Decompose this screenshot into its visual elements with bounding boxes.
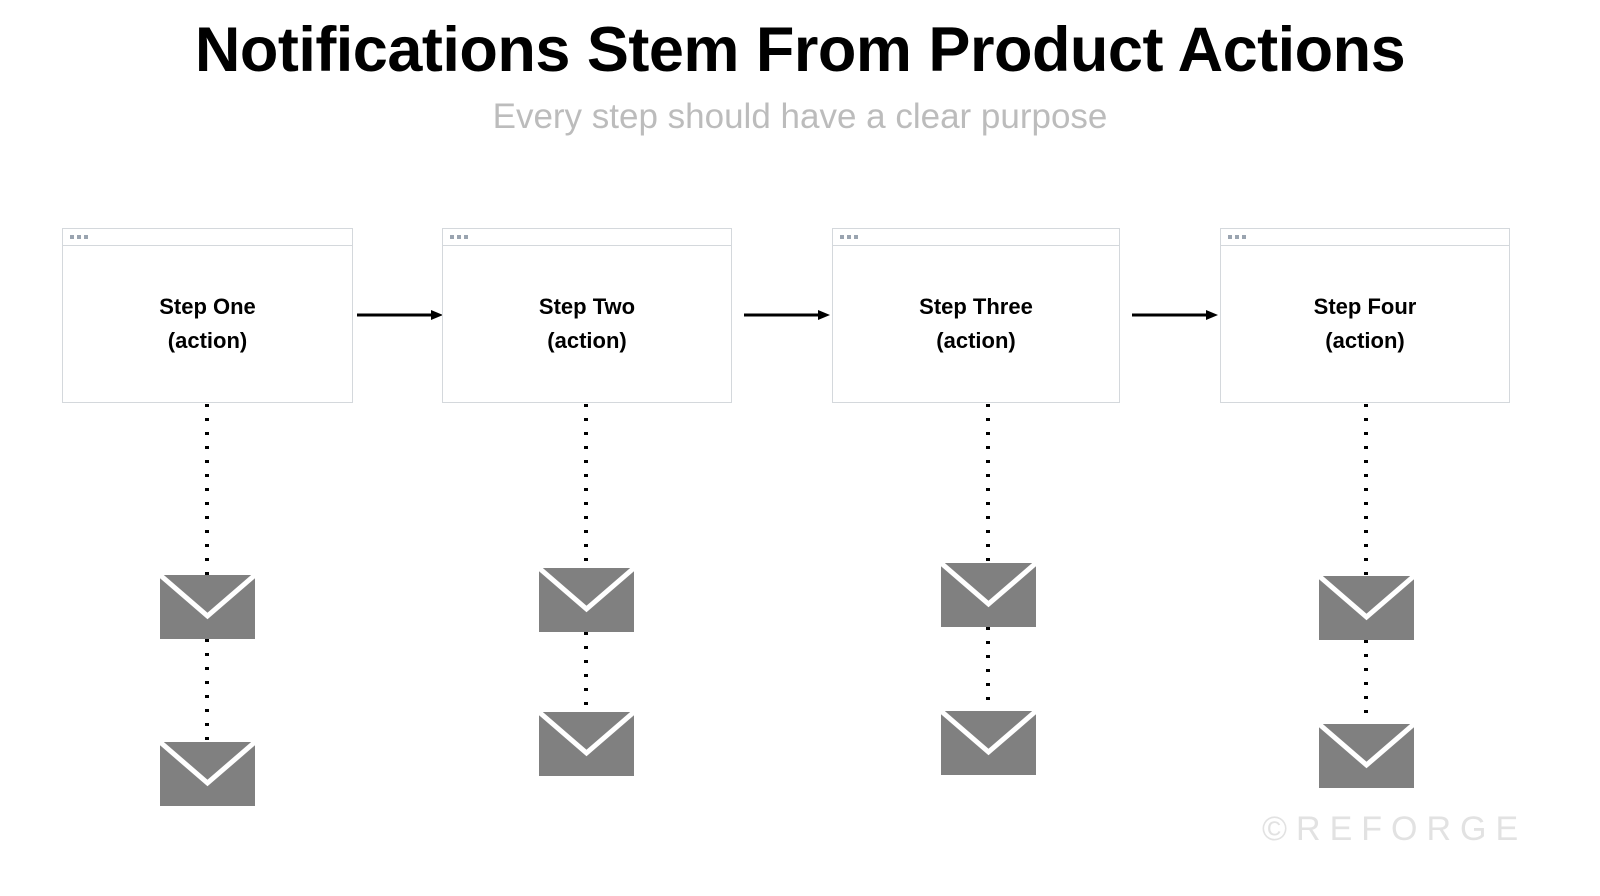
browser-window-step-one[interactable]: Step One (action) <box>62 228 353 403</box>
window-controls <box>70 235 88 239</box>
window-dot-icon <box>464 235 468 239</box>
step-sublabel: (action) <box>1325 328 1405 353</box>
connector-dotted-line <box>1364 640 1368 728</box>
window-dot-icon <box>70 235 74 239</box>
notification-envelope-icon <box>160 742 255 806</box>
window-dot-icon <box>457 235 461 239</box>
window-dot-icon <box>450 235 454 239</box>
page-header: Notifications Stem From Product Actions … <box>0 0 1600 138</box>
window-dot-icon <box>1242 235 1246 239</box>
window-dot-icon <box>1228 235 1232 239</box>
notification-envelope-icon <box>1319 576 1414 640</box>
notification-envelope-icon <box>539 568 634 632</box>
window-content: Step Three (action) <box>833 246 1119 402</box>
browser-window-step-two[interactable]: Step Two (action) <box>442 228 732 403</box>
page-subtitle: Every step should have a clear purpose <box>492 97 1108 137</box>
notification-envelope-icon <box>1319 724 1414 788</box>
window-controls <box>1228 235 1246 239</box>
notification-envelope-icon <box>941 711 1036 775</box>
window-dot-icon <box>77 235 81 239</box>
connector-dotted-line <box>584 632 588 731</box>
connector-dotted-line <box>986 627 990 715</box>
window-titlebar <box>63 229 352 246</box>
step-label: Step Three <box>919 294 1033 319</box>
browser-window-step-four[interactable]: Step Four (action) <box>1220 228 1510 403</box>
flow-arrow-two-to-three <box>744 309 830 321</box>
connector-dotted-line <box>1364 404 1368 584</box>
step-label: Step Two <box>538 294 636 319</box>
reforge-watermark: ©REFORGE <box>1262 810 1528 848</box>
flow-arrow-one-to-two <box>357 309 443 321</box>
window-content: Step Two (action) <box>443 246 731 402</box>
notification-envelope-icon <box>539 712 634 776</box>
connector-dotted-line <box>205 639 209 742</box>
step-label: Step Four <box>1313 294 1417 319</box>
window-controls <box>840 235 858 239</box>
window-titlebar <box>443 229 731 246</box>
step-sublabel: (action) <box>547 328 627 353</box>
connector-dotted-line <box>584 404 588 581</box>
window-dot-icon <box>84 235 88 239</box>
page-title: Notifications Stem From Product Actions <box>194 15 1406 85</box>
step-sublabel: (action) <box>167 328 248 353</box>
notification-envelope-icon <box>160 575 255 639</box>
window-dot-icon <box>854 235 858 239</box>
flow-arrow-three-to-four <box>1132 309 1218 321</box>
window-titlebar <box>833 229 1119 246</box>
window-dot-icon <box>840 235 844 239</box>
window-content: Step One (action) <box>63 246 352 402</box>
connector-dotted-line <box>205 404 209 579</box>
window-controls <box>450 235 468 239</box>
step-label: Step One <box>159 294 256 319</box>
browser-window-step-three[interactable]: Step Three (action) <box>832 228 1120 403</box>
window-dot-icon <box>847 235 851 239</box>
window-dot-icon <box>1235 235 1239 239</box>
connector-dotted-line <box>986 404 990 576</box>
window-content: Step Four (action) <box>1221 246 1509 402</box>
step-sublabel: (action) <box>936 328 1016 353</box>
notification-envelope-icon <box>941 563 1036 627</box>
window-titlebar <box>1221 229 1509 246</box>
